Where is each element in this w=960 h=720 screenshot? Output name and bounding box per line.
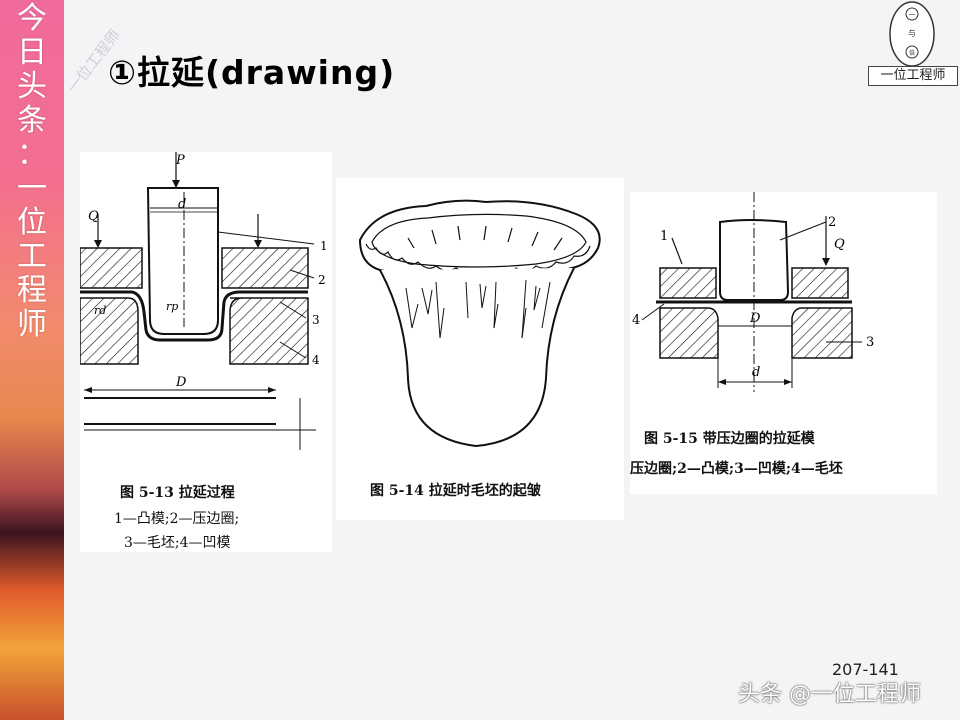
sidebar-decoration: 今 日 头 条 ： 一 位 工 程 师 (0, 0, 64, 720)
label-1: 1 (660, 229, 668, 244)
label-rd: rd (94, 304, 106, 317)
figure-legend: 3—毛坯;4—凹模 (124, 535, 231, 551)
figure-caption: 图 5-15 带压边圈的拉延模 (644, 431, 815, 447)
blank-holder-die-diagram: 1 2 3 4 Q D d (632, 192, 874, 392)
page-number: 207-141 (832, 660, 899, 679)
logo-glyph: 一 (909, 11, 916, 19)
label-D: D (749, 311, 761, 326)
label-P: P (175, 153, 185, 168)
figure-caption: 图 5-14 拉延时毛坯的起皱 (370, 483, 541, 499)
logo-seal: 一 与 倍 (889, 1, 935, 67)
figure-legend: 1—凸模;2—压边圈; (114, 511, 240, 527)
label-3: 3 (312, 313, 320, 327)
slide-title: ①拉延(drawing) (108, 53, 396, 92)
sidebar-char: 工 (17, 239, 47, 274)
logo-glyph: 倍 (909, 49, 915, 57)
sidebar-char: 程 (17, 273, 47, 308)
logo-caption: 一位工程师 (868, 66, 958, 86)
label-2: 2 (318, 273, 326, 287)
footer-watermark: 头条 @一位工程师 (738, 682, 921, 707)
logo-glyph: 与 (908, 29, 916, 38)
sidebar-char: ： (17, 137, 47, 172)
sidebar-char: 头 (17, 69, 47, 104)
sidebar-char: 今 (17, 1, 47, 36)
label-d: d (752, 365, 760, 380)
label-d: d (178, 197, 186, 212)
label-Q: Q (88, 209, 99, 224)
figure-legend: 压边圈;2—凸模;3—凹模;4—毛坯 (630, 461, 843, 477)
label-4: 4 (632, 313, 640, 328)
drawing-process-diagram: P d Q rd rp D 1 2 3 4 (79, 152, 328, 450)
sidebar-char: 日 (17, 35, 47, 70)
label-3: 3 (866, 335, 874, 350)
figure-5-15: 1 2 3 4 Q D d 图 5-15 带压边圈的拉延模 压边圈;2—凸模;3… (630, 192, 937, 494)
label-D: D (175, 375, 187, 390)
sidebar-vertical-text: 今 日 头 条 ： 一 位 工 程 师 (0, 2, 64, 342)
wrinkled-blank-illustration (358, 199, 601, 448)
figure-5-13: P d Q rd rp D 1 2 3 4 图 5-13 拉延过程 1—凸模;2… (79, 152, 332, 552)
sidebar-char: 条 (17, 103, 47, 138)
figure-caption: 图 5-13 拉延过程 (120, 485, 235, 501)
label-4: 4 (312, 353, 320, 367)
label-rp: rp (166, 300, 178, 313)
sidebar-char: 一 (17, 171, 47, 206)
sidebar-char: 师 (17, 307, 47, 342)
sidebar-char: 位 (17, 205, 47, 240)
label-Q: Q (834, 237, 845, 252)
label-1: 1 (320, 239, 328, 253)
label-2: 2 (828, 215, 836, 230)
figure-5-14: 图 5-14 拉延时毛坯的起皱 (336, 178, 624, 520)
